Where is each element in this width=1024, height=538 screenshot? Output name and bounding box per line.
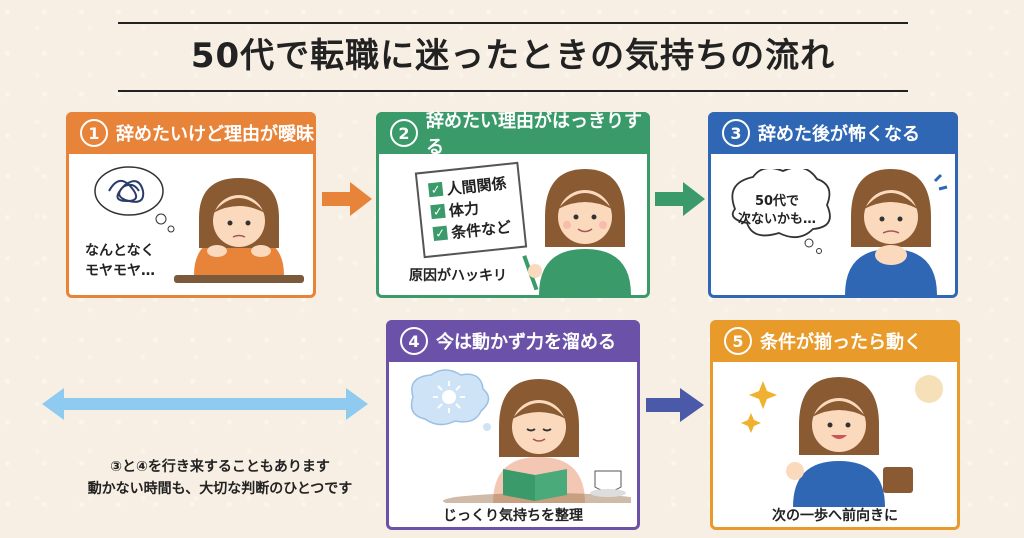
step-1-header: 1 辞めたいけど理由が曖昧	[66, 112, 316, 154]
sparkle-icon	[749, 381, 777, 409]
arrow-right-1-icon	[322, 182, 372, 216]
thought-bubble-icon	[731, 169, 831, 254]
step-1-number: 1	[80, 119, 108, 147]
fist-icon	[786, 462, 804, 480]
step-1-thought-line-2: モヤモヤ…	[85, 263, 155, 279]
sparkle-icon	[741, 413, 761, 433]
worried-woman-illustration	[94, 166, 304, 283]
step-3-number: 3	[722, 119, 750, 147]
reading-woman-illustration	[410, 369, 631, 503]
step-3-bubble-line-2: 次ないかも…	[737, 212, 816, 227]
calm-thought-cloud-icon	[410, 369, 491, 431]
reason-checklist: ✓人間関係 ✓体力 ✓条件など	[414, 161, 528, 259]
double-arrow-icon	[42, 388, 368, 420]
title-rule-bottom	[118, 90, 908, 92]
page-title: 50代で転職に迷ったときの気持ちの流れ	[190, 36, 836, 76]
determined-woman-illustration	[741, 375, 943, 507]
step-3-card: 3 辞めた後が怖くなる 50代で 次ないかも…	[708, 112, 958, 298]
step-4-number: 4	[400, 327, 428, 355]
step-3-header: 3 辞めた後が怖くなる	[708, 112, 958, 154]
sun-icon	[915, 375, 943, 403]
note-line-2: 動かない時間も、大切な判断のひとつです	[87, 481, 353, 497]
coffee-cup-icon	[590, 470, 626, 497]
step-1-card: 1 辞めたいけど理由が曖昧 なんとなく モヤモヤ…	[66, 112, 316, 298]
step-2-header: 2 辞めたい理由がはっきりする	[376, 111, 650, 158]
step-5-heading: 条件が揃ったら動く	[760, 332, 922, 353]
step-1-thought-line-1: なんとなく	[85, 243, 155, 259]
step-2-card: 2 辞めたい理由がはっきりする ✓人間関係 ✓体力 ✓条件など 原因がハッキリ	[376, 111, 650, 298]
step-5-caption: 次の一歩へ前向きに	[772, 508, 898, 524]
bag-icon	[883, 467, 913, 493]
step-5-number: 5	[724, 327, 752, 355]
step-1-heading: 辞めたいけど理由が曖昧	[116, 124, 314, 145]
note-line-1: ③と④を行き来することもあります	[110, 459, 330, 475]
title-rule-top	[118, 22, 908, 24]
anxious-woman-illustration	[845, 169, 948, 295]
check-icon: ✓	[427, 181, 444, 198]
step-4-heading: 今は動かず力を溜める	[436, 332, 616, 353]
step-5-card: 5 条件が揃ったら動く 次の一歩へ前向きに	[710, 320, 960, 530]
arrow-right-3-icon	[646, 388, 704, 422]
note-block: ③と④を行き来することもあります 動かない時間も、大切な判断のひとつです	[60, 456, 380, 500]
step-2-caption: 原因がハッキリ	[409, 268, 507, 284]
step-5-header: 5 条件が揃ったら動く	[710, 320, 960, 362]
step-4-caption: じっくり気持ちを整理	[443, 508, 583, 524]
arrow-right-2-icon	[655, 182, 705, 216]
step-3-bubble-line-1: 50代で	[754, 194, 800, 209]
confident-woman-illustration	[522, 169, 631, 295]
step-3-heading: 辞めた後が怖くなる	[758, 124, 920, 145]
tangled-thought-cloud-icon	[94, 166, 175, 233]
check-icon: ✓	[432, 225, 448, 242]
step-4-header: 4 今は動かず力を溜める	[386, 320, 640, 362]
step-4-card: 4 今は動かず力を溜める じっくり気持ちを整理	[386, 320, 640, 530]
step-2-number: 2	[390, 119, 418, 147]
check-icon: ✓	[430, 203, 446, 220]
step-2-heading: 辞めたい理由がはっきりする	[426, 111, 642, 158]
